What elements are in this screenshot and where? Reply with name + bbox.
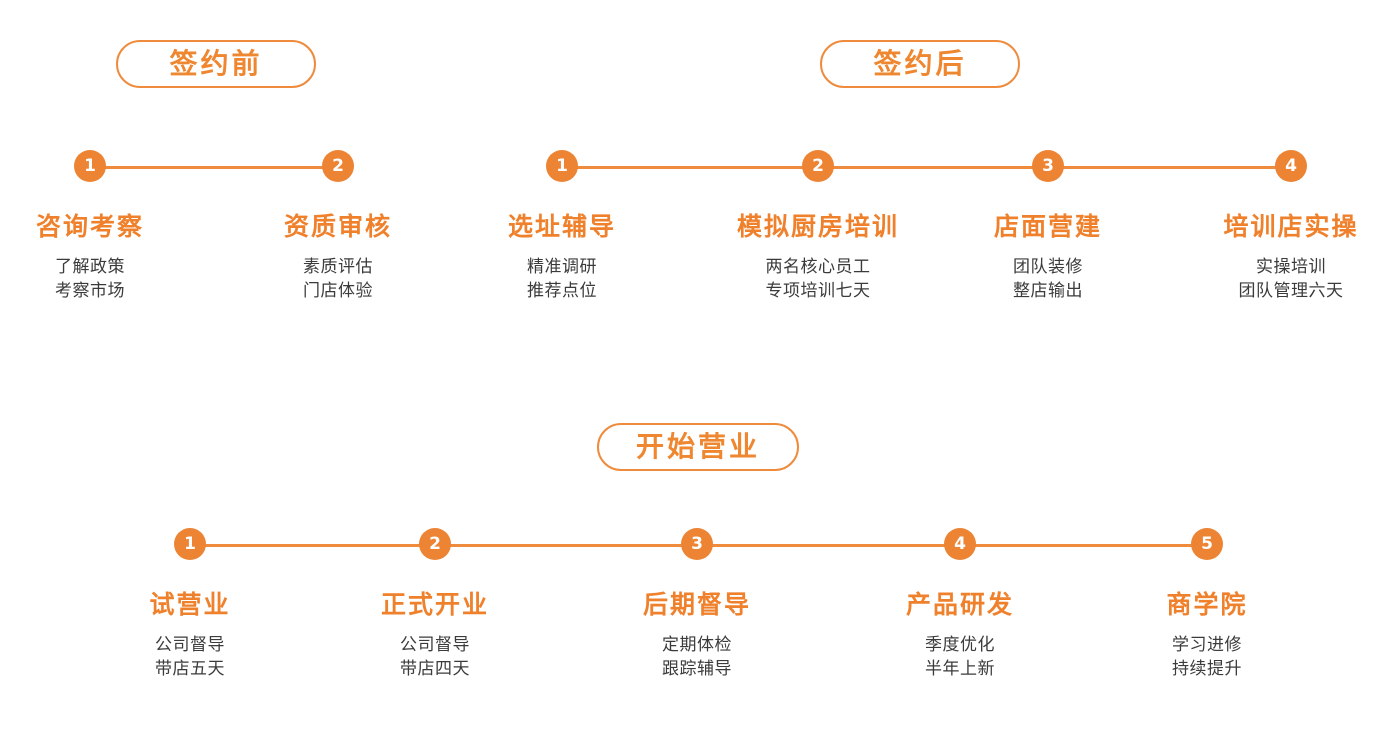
step-description: 了解政策 考察市场 (36, 255, 144, 304)
step-description-line: 精准调研 (526, 256, 597, 277)
timeline-node-1[interactable]: 1 (174, 528, 206, 560)
step-title: 产品研发 (905, 590, 1015, 619)
step-description-line: 整店输出 (1012, 281, 1083, 302)
timeline-node-1[interactable]: 1 (74, 150, 106, 182)
timeline-node-number: 2 (332, 155, 344, 176)
step-title: 正式开业 (380, 590, 490, 619)
timeline-node-number: 3 (691, 533, 703, 554)
step-description: 学习进修 持续提升 (1166, 633, 1247, 682)
section-header-label: 开始营业 (635, 430, 760, 463)
timeline-node-number: 5 (1201, 533, 1213, 554)
step-description-line: 实操培训 (1255, 256, 1326, 277)
step-description-line: 公司督导 (399, 634, 470, 655)
timeline-track (90, 166, 338, 169)
step-description: 实操培训 团队管理六天 (1223, 255, 1358, 304)
step-description-line: 团队管理六天 (1238, 281, 1344, 302)
step-card: 选址辅导 精准调研 推荐点位 (508, 213, 616, 304)
step-description: 公司督导 带店五天 (149, 633, 230, 682)
step-description-line: 考察市场 (54, 281, 125, 302)
step-title: 店面营建 (993, 212, 1103, 241)
timeline-node-4[interactable]: 4 (1275, 150, 1307, 182)
timeline-node-number: 1 (84, 155, 96, 176)
step-card: 模拟厨房培训 两名核心员工 专项培训七天 (737, 213, 899, 304)
step-description-line: 季度优化 (924, 634, 995, 655)
step-description-line: 半年上新 (924, 659, 995, 680)
step-description: 团队装修 整店输出 (994, 255, 1102, 304)
step-description: 素质评估 门店体验 (284, 255, 392, 304)
timeline-node-4[interactable]: 4 (944, 528, 976, 560)
timeline-node-3[interactable]: 3 (1032, 150, 1064, 182)
step-description-line: 团队装修 (1012, 256, 1083, 277)
timeline-node-2[interactable]: 2 (802, 150, 834, 182)
step-description-line: 素质评估 (302, 256, 373, 277)
timeline-node-number: 3 (1042, 155, 1054, 176)
timeline-node-number: 1 (556, 155, 568, 176)
timeline-node-number: 2 (429, 533, 441, 554)
section-header-post-signing: 签约后 (820, 40, 1020, 88)
step-title: 咨询考察 (35, 212, 145, 241)
step-title: 资质审核 (283, 212, 393, 241)
section-header-pre-signing: 签约前 (116, 40, 316, 88)
step-card: 商学院 学习进修 持续提升 (1166, 591, 1247, 682)
step-title: 培训店实操 (1223, 212, 1359, 241)
timeline-node-number: 2 (812, 155, 824, 176)
step-description: 季度优化 半年上新 (906, 633, 1014, 682)
timeline-node-3[interactable]: 3 (681, 528, 713, 560)
step-description-line: 带店四天 (399, 659, 470, 680)
step-description-line: 定期体检 (661, 634, 732, 655)
step-description-line: 公司督导 (154, 634, 225, 655)
step-description-line: 跟踪辅导 (661, 659, 732, 680)
step-card: 培训店实操 实操培训 团队管理六天 (1223, 213, 1358, 304)
timeline-node-1[interactable]: 1 (546, 150, 578, 182)
step-title: 试营业 (149, 590, 231, 619)
step-title: 后期督导 (642, 590, 752, 619)
step-title: 模拟厨房培训 (736, 212, 900, 241)
step-description: 定期体检 跟踪辅导 (643, 633, 751, 682)
step-card: 试营业 公司督导 带店五天 (149, 591, 230, 682)
step-title: 选址辅导 (507, 212, 617, 241)
step-description-line: 推荐点位 (526, 281, 597, 302)
section-header-label: 签约前 (169, 47, 263, 80)
section-header-start-business: 开始营业 (597, 423, 799, 471)
step-description: 两名核心员工 专项培训七天 (737, 255, 899, 304)
step-card: 资质审核 素质评估 门店体验 (284, 213, 392, 304)
timeline-node-number: 1 (184, 533, 196, 554)
section-header-label: 签约后 (873, 47, 967, 80)
step-card: 产品研发 季度优化 半年上新 (906, 591, 1014, 682)
step-card: 咨询考察 了解政策 考察市场 (36, 213, 144, 304)
timeline-node-2[interactable]: 2 (322, 150, 354, 182)
step-description-line: 带店五天 (154, 659, 225, 680)
timeline-node-number: 4 (1285, 155, 1297, 176)
step-description-line: 专项培训七天 (765, 281, 871, 302)
step-title: 商学院 (1166, 590, 1248, 619)
step-description-line: 学习进修 (1171, 634, 1242, 655)
timeline-node-2[interactable]: 2 (419, 528, 451, 560)
step-description: 公司督导 带店四天 (381, 633, 489, 682)
step-card: 后期督导 定期体检 跟踪辅导 (643, 591, 751, 682)
timeline-node-number: 4 (954, 533, 966, 554)
timeline-node-5[interactable]: 5 (1191, 528, 1223, 560)
step-card: 正式开业 公司督导 带店四天 (381, 591, 489, 682)
step-description: 精准调研 推荐点位 (508, 255, 616, 304)
step-description-line: 两名核心员工 (765, 256, 871, 277)
step-description-line: 持续提升 (1171, 659, 1242, 680)
timeline-track (562, 166, 1291, 169)
step-description-line: 门店体验 (302, 281, 373, 302)
step-description-line: 了解政策 (54, 256, 125, 277)
step-card: 店面营建 团队装修 整店输出 (994, 213, 1102, 304)
